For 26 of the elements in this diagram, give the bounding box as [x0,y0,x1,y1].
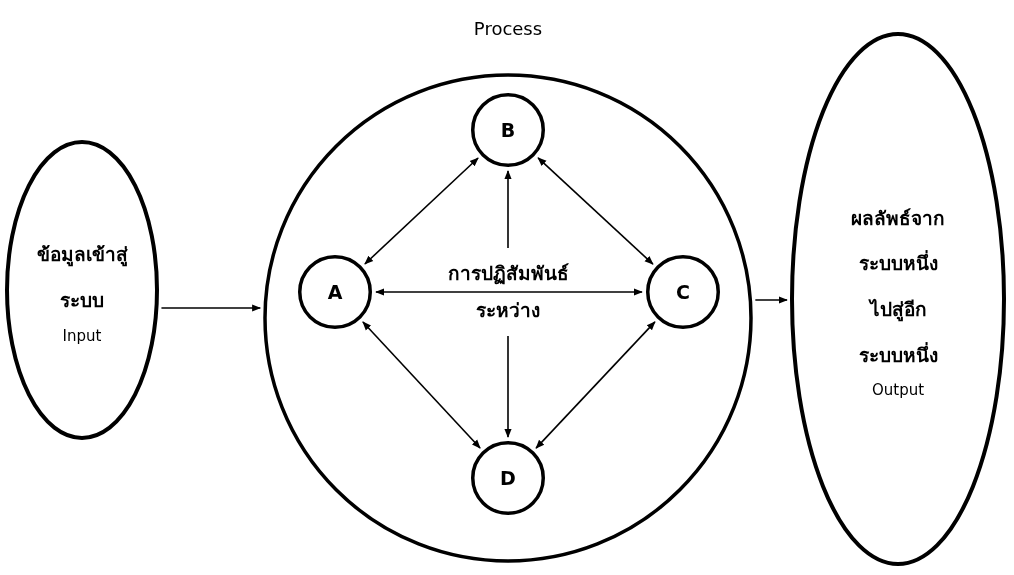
node-letter: D [500,466,516,490]
arrow [364,157,479,265]
arrow [504,170,512,249]
arrow [537,157,654,265]
node-circle [298,255,372,329]
arrow [160,304,262,312]
node-circle [471,93,545,167]
node-letter: C [676,280,690,304]
node-letter: A [327,280,343,304]
node-circle [646,255,720,329]
output-ellipse [790,32,1006,566]
arrow [754,296,788,304]
node-circle [471,441,545,515]
arrow [362,321,481,449]
interaction-label: การปฏิสัมพันธ์ [447,262,569,285]
arrow [535,321,656,449]
english-label: Output [871,380,925,402]
arrow [504,335,512,438]
english-label: Input [62,325,102,347]
arrow [375,288,643,296]
interaction-label: ระหว่าง [476,299,540,322]
process-title: Process [473,18,543,40]
thai-label: ข้อมูลเข้าสู่ระบบ [35,242,129,313]
input-ellipse [5,140,159,440]
thai-label: ผลลัพธ์จากระบบหนึ่งไปสู่อีกระบบหนึ่ง [850,205,946,368]
node-letter: B [500,118,516,142]
